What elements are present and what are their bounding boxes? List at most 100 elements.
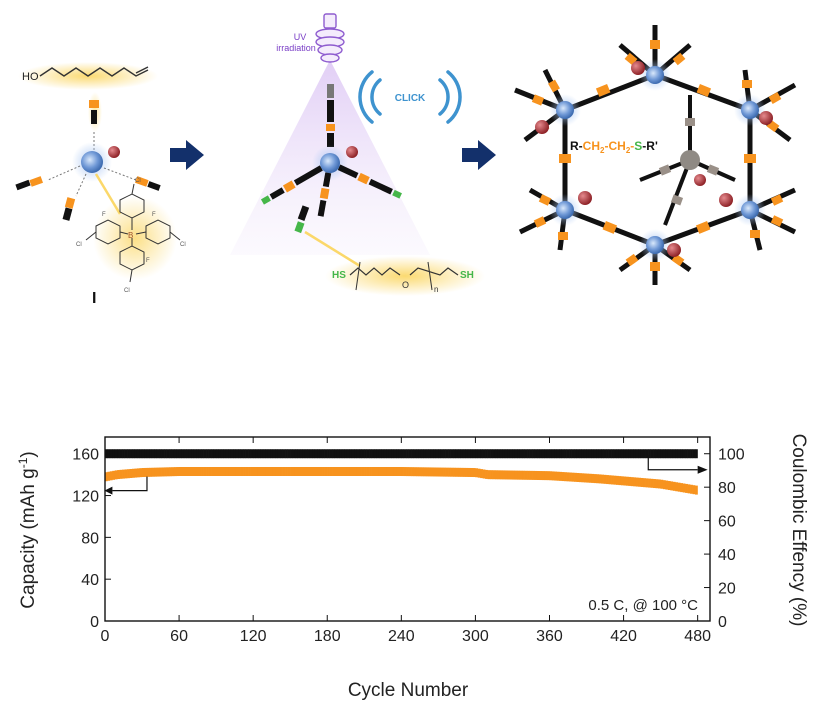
metal-node (320, 153, 340, 173)
efficiency-point (201, 449, 204, 459)
capacity-point (324, 467, 328, 476)
efficiency-point (169, 449, 172, 459)
efficiency-point (640, 449, 644, 459)
efficiency-point (453, 449, 456, 459)
capacity-point (475, 468, 479, 478)
y-right-tick-label: 0 (718, 614, 727, 631)
capacity-point (290, 467, 293, 476)
capacity-point (559, 471, 563, 481)
capacity-point (425, 467, 429, 477)
arrow-right-icon (697, 465, 708, 474)
polymer-network: R-CH2-CH2-S-R' (514, 25, 797, 285)
capacity-point (675, 482, 679, 492)
efficiency-point (373, 449, 377, 459)
efficiency-point (211, 449, 214, 459)
capacity-point (243, 467, 246, 476)
capacity-point (650, 478, 654, 488)
capacity-point (329, 467, 333, 476)
efficiency-point (275, 449, 279, 459)
efficiency-point (638, 449, 642, 459)
capacity-point (450, 467, 454, 477)
efficiency-point (601, 449, 604, 459)
efficiency-point (551, 449, 555, 459)
y-left-tick-label: 80 (81, 530, 99, 547)
efficiency-point (670, 449, 674, 459)
efficiency-point (502, 449, 506, 459)
capacity-point (366, 467, 370, 476)
capacity-point (112, 470, 116, 480)
condition-annotation: 0.5 C, @ 100 °C (588, 597, 698, 614)
capacity-point (660, 479, 664, 489)
efficiency-point (302, 449, 306, 459)
efficiency-point (593, 449, 597, 459)
efficiency-point (354, 449, 358, 459)
capacity-point (578, 473, 582, 483)
efficiency-point (532, 449, 535, 459)
capacity-point (176, 467, 180, 477)
efficiency-point (455, 449, 459, 459)
capacity-point (144, 467, 148, 477)
capacity-point (164, 467, 167, 477)
capacity-point (411, 467, 414, 477)
efficiency-point (109, 449, 113, 459)
efficiency-point (314, 449, 318, 459)
capacity-point (514, 470, 518, 480)
capacity-point (433, 467, 437, 477)
capacity-point (435, 467, 439, 477)
capacity-point (186, 467, 190, 476)
capacity-point (339, 467, 343, 476)
capacity-point (166, 467, 170, 477)
capacity-point (383, 467, 387, 476)
efficiency-point (238, 449, 241, 459)
capacity-point (319, 467, 323, 476)
efficiency-point (682, 449, 686, 459)
capacity-point (576, 472, 580, 482)
capacity-point (124, 469, 128, 479)
efficiency-point (462, 449, 466, 459)
capacity-point (438, 467, 442, 477)
capacity-point (667, 481, 671, 491)
efficiency-point (361, 449, 365, 459)
capacity-point (275, 467, 279, 476)
efficiency-point (564, 449, 567, 459)
efficiency-point (144, 449, 148, 459)
efficiency-point (467, 449, 471, 459)
efficiency-point (554, 449, 558, 459)
y-right-tick-label: 60 (718, 514, 736, 531)
capacity-point (534, 470, 538, 480)
efficiency-point (171, 449, 175, 459)
efficiency-point (443, 449, 446, 459)
efficiency-point (448, 449, 451, 459)
capacity-point (519, 470, 523, 480)
efficiency-point (492, 449, 496, 459)
capacity-point (457, 467, 461, 477)
efficiency-point (695, 449, 698, 459)
efficiency-point (480, 449, 483, 459)
capacity-point (376, 467, 380, 476)
capacity-point (245, 467, 249, 476)
efficiency-point (529, 449, 533, 459)
capacity-point (169, 467, 172, 477)
capacity-point (193, 467, 197, 476)
efficiency-point (164, 449, 167, 459)
efficiency-point (598, 449, 602, 459)
fluoro-label-1: F (102, 212, 106, 218)
capacity-point (677, 482, 681, 492)
efficiency-point (475, 449, 479, 459)
efficiency-point (364, 449, 367, 459)
efficiency-point (391, 449, 395, 459)
capacity-point (554, 471, 558, 481)
x-tick-label: 120 (240, 628, 267, 645)
efficiency-point (445, 449, 449, 459)
capacity-point (569, 472, 572, 482)
capacity-point (443, 467, 446, 477)
capacity-point (129, 468, 133, 478)
capacity-point (255, 467, 259, 476)
efficiency-point (625, 449, 629, 459)
efficiency-point (653, 449, 656, 459)
peg-dithiol-glow (325, 256, 485, 296)
efficiency-point (504, 449, 508, 459)
capacity-point (465, 467, 469, 477)
capacity-point (480, 469, 483, 479)
capacity-point (314, 467, 318, 476)
